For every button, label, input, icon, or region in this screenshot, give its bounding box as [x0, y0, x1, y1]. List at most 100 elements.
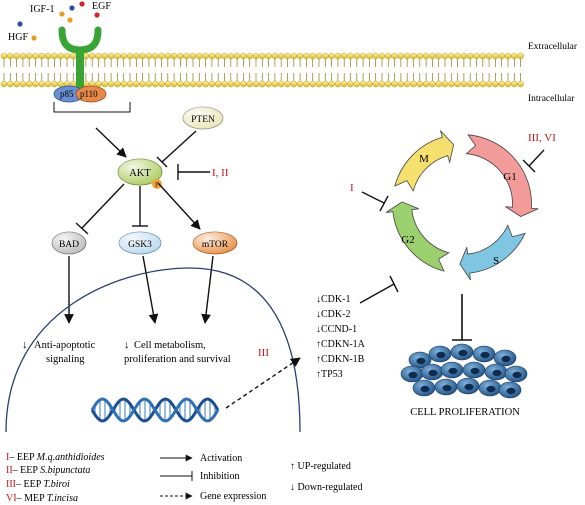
lipid-head [164, 80, 172, 88]
lipid-head [32, 52, 39, 60]
legend: I– EEP M.q.anthidioides II– EEP S.bipunc… [6, 452, 362, 504]
akt-inhibits-bad-bar [75, 222, 89, 235]
intracellular-label: Intracellular [528, 94, 575, 104]
lipid-head [347, 52, 354, 60]
lipid-head [284, 80, 291, 88]
lipid-head [214, 80, 222, 88]
lipid-head [517, 52, 524, 60]
lipid-head [454, 80, 461, 88]
cycle-g1-inhibit-bar [522, 159, 536, 173]
lipid-head [403, 80, 411, 88]
lipid-head [183, 52, 190, 60]
lipid-head [498, 80, 505, 88]
lipid-head [385, 80, 392, 88]
lipid-head [271, 52, 279, 60]
lipid-head [359, 80, 367, 88]
cell-nucleus-icon [470, 367, 480, 375]
lipid-head [38, 52, 46, 60]
lipid-head [25, 52, 33, 60]
gene-expression-arrow [225, 357, 301, 409]
svg-text:III– EEP T.biroi: III– EEP T.biroi [6, 479, 70, 490]
lipid-head [271, 80, 279, 88]
lipid-head [315, 52, 323, 60]
lipid-head [309, 52, 316, 60]
legend-down-regulated: ↓ Down-regulated [290, 482, 362, 493]
lipid-head [44, 52, 52, 60]
genes-inhibit-cycle-bar [389, 275, 399, 293]
lipid-head [107, 80, 115, 88]
lipid-head [473, 80, 480, 88]
cell-proliferation-label: CELL PROLIFERATION [410, 407, 520, 418]
lipid-head [221, 52, 228, 60]
lipid-head [19, 52, 27, 60]
lipid-head [290, 80, 298, 88]
lipid-head [252, 80, 260, 88]
lipid-head [120, 52, 127, 60]
lipid-head [328, 80, 335, 88]
lipid-head [410, 80, 417, 88]
hgf-molecule-icon [31, 35, 37, 41]
pten-inhibits-akt [161, 130, 197, 163]
lipid-head [170, 52, 178, 60]
lipid-head [196, 52, 203, 60]
lipid-head [454, 52, 461, 60]
lipid-head [328, 52, 335, 60]
gene-cdkn1a: ↑CDKN-1A [316, 339, 366, 350]
lipid-head [164, 52, 172, 60]
lipid-head [44, 80, 52, 88]
lipid-head [479, 52, 487, 60]
lipid-head [485, 52, 493, 60]
lipid-head [378, 80, 386, 88]
akt-node: AKT P [117, 158, 163, 189]
lipid-head [0, 52, 8, 60]
p85-label: p85 [60, 89, 74, 99]
lipid-head [385, 52, 392, 60]
cell-nucleus-icon [448, 367, 458, 375]
lipid-head [196, 80, 203, 88]
lipid-head [133, 80, 140, 88]
lipid-head [359, 52, 367, 60]
lipid-head [145, 52, 153, 60]
lipid-head [416, 52, 424, 60]
metabolism-line1: Cell metabolism, [134, 340, 206, 351]
lipid-head [277, 52, 285, 60]
cycle-g2-inhibit [361, 191, 385, 204]
nucleus-envelope [5, 267, 301, 433]
cycle-g2-inhibitor-label: I [350, 182, 354, 194]
legend-extract-ii: II– EEP S.bipunctata [6, 465, 90, 476]
lipid-head [114, 52, 121, 60]
legend-inhibition-label: Inhibition [200, 471, 239, 482]
cell-nucleus-icon [458, 349, 468, 357]
gsk3-label: GSK3 [128, 240, 152, 250]
phase-g2-arrow [385, 201, 450, 272]
lipid-head [252, 52, 260, 60]
pathway-connectors [64, 127, 214, 324]
lipid-head [511, 52, 518, 60]
lipid-head [101, 52, 109, 60]
lipid-head [334, 80, 342, 88]
lipid-head [51, 52, 58, 60]
pten-label: PTEN [191, 115, 215, 125]
lipid-head [466, 52, 474, 60]
anti-apoptotic-line2: signaling [46, 354, 85, 365]
phase-m-label: M [419, 153, 429, 165]
lipid-head [479, 80, 487, 88]
metabolism-arrow: ↓ [124, 339, 130, 351]
lipid-head [13, 80, 20, 88]
lipid-head [151, 52, 159, 60]
legend-expression-label: Gene expression [200, 491, 266, 502]
hgf-label: HGF [8, 32, 28, 43]
phase-g2-label: G2 [401, 234, 414, 246]
lipid-head [170, 80, 178, 88]
lipid-head [120, 80, 127, 88]
lipid-head [492, 80, 499, 88]
lipid-head [88, 52, 96, 60]
lipid-head [340, 80, 348, 88]
lipid-head [139, 80, 146, 88]
lipid-head [429, 52, 436, 60]
lipid-head [284, 52, 291, 60]
akt-label: AKT [129, 168, 151, 179]
lipid-head [208, 80, 216, 88]
lipid-head [504, 52, 512, 60]
phase-s-label: S [493, 255, 499, 267]
